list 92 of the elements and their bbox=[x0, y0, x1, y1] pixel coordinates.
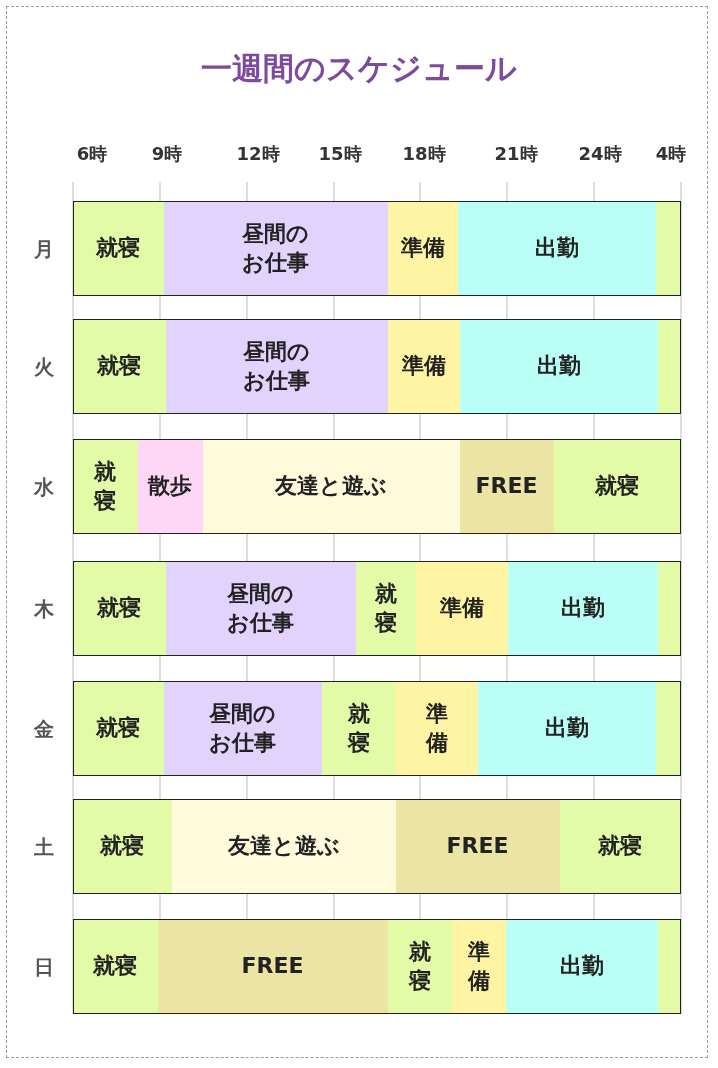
schedule-block bbox=[74, 440, 138, 533]
activity-label: 出勤 bbox=[560, 594, 605, 623]
activity-label: 昼間のお仕事 bbox=[226, 579, 295, 637]
empty-block bbox=[655, 202, 680, 295]
schedule-block bbox=[477, 682, 656, 775]
schedule-block bbox=[387, 320, 460, 413]
activity-label: 就寝 bbox=[93, 952, 137, 981]
schedule-block bbox=[559, 800, 680, 893]
activity-label: 散歩 bbox=[148, 472, 192, 501]
schedule-block bbox=[321, 682, 396, 775]
schedule-block bbox=[459, 440, 554, 533]
schedule-block bbox=[395, 800, 560, 893]
schedule-block bbox=[157, 920, 388, 1013]
activity-label: 就寝 bbox=[97, 352, 141, 381]
time-label: 21時 bbox=[494, 142, 538, 166]
schedule-bar bbox=[73, 681, 681, 776]
activity-label: 準備 bbox=[466, 937, 491, 995]
schedule-block bbox=[202, 440, 460, 533]
activity-label: FREE bbox=[241, 952, 304, 981]
chart-title: 一週間のスケジュール bbox=[200, 49, 518, 88]
schedule-bar bbox=[73, 319, 681, 414]
activity-label: 出勤 bbox=[536, 352, 581, 381]
schedule-block bbox=[387, 202, 458, 295]
activity-label: 就寝 bbox=[96, 234, 140, 263]
activity-label: 就寝 bbox=[598, 832, 642, 861]
schedule-block bbox=[165, 562, 356, 655]
schedule-block bbox=[507, 562, 658, 655]
schedule-block bbox=[505, 920, 658, 1013]
schedule-block bbox=[171, 800, 396, 893]
schedule-bar bbox=[73, 919, 681, 1014]
day-label: 木 bbox=[33, 596, 55, 623]
activity-label: FREE bbox=[446, 832, 509, 861]
schedule-block bbox=[387, 920, 452, 1013]
time-label: 12時 bbox=[236, 142, 280, 166]
activity-label: 友達と遊ぶ bbox=[227, 832, 340, 861]
activity-label: 就寝 bbox=[97, 594, 141, 623]
empty-block bbox=[657, 562, 680, 655]
schedule-block bbox=[395, 682, 478, 775]
schedule-block bbox=[355, 562, 416, 655]
activity-label: 準備 bbox=[439, 594, 484, 623]
schedule-block bbox=[74, 920, 158, 1013]
time-label: 6時 bbox=[76, 142, 108, 166]
schedule-block bbox=[74, 800, 172, 893]
empty-block bbox=[655, 682, 680, 775]
schedule-block bbox=[553, 440, 680, 533]
activity-label: 就寝 bbox=[595, 472, 639, 501]
day-label: 水 bbox=[32, 474, 55, 501]
schedule-block bbox=[415, 562, 508, 655]
activity-label: 就寝 bbox=[346, 699, 371, 757]
schedule-block bbox=[457, 202, 656, 295]
time-label: 4時 bbox=[655, 142, 687, 166]
activity-label: 昼間のお仕事 bbox=[242, 337, 311, 395]
activity-label: FREE bbox=[475, 472, 538, 501]
schedule-block bbox=[74, 202, 164, 295]
schedule-bar bbox=[73, 799, 681, 894]
activity-label: 出勤 bbox=[534, 234, 579, 263]
time-label: 24時 bbox=[578, 142, 622, 166]
schedule-block bbox=[163, 202, 388, 295]
time-label: 18時 bbox=[402, 142, 446, 166]
day-label: 月 bbox=[33, 236, 55, 263]
activity-label: 友達と遊ぶ bbox=[275, 472, 387, 501]
activity-label: 準備 bbox=[424, 699, 449, 757]
day-label: 火 bbox=[33, 354, 55, 381]
activity-label: 準備 bbox=[401, 352, 446, 381]
activity-label: 昼間のお仕事 bbox=[241, 219, 310, 277]
schedule-block bbox=[459, 320, 658, 413]
activity-label: 就寝 bbox=[407, 937, 432, 995]
activity-label: 出勤 bbox=[544, 714, 589, 743]
schedule-block bbox=[137, 440, 203, 533]
schedule-block bbox=[451, 920, 506, 1013]
day-label: 金 bbox=[33, 716, 55, 743]
activity-label: 就寝 bbox=[373, 579, 398, 637]
schedule-bar bbox=[73, 201, 681, 296]
time-label: 9時 bbox=[151, 142, 183, 166]
activity-label: 就寝 bbox=[96, 714, 140, 743]
activity-label: 準備 bbox=[400, 234, 445, 263]
activity-label: 昼間のお仕事 bbox=[208, 699, 277, 757]
schedule-block bbox=[74, 682, 164, 775]
empty-block bbox=[657, 320, 680, 413]
schedule-bar bbox=[73, 439, 681, 534]
schedule-block bbox=[163, 682, 322, 775]
empty-block bbox=[657, 920, 680, 1013]
schedule-block bbox=[74, 320, 166, 413]
schedule-bar bbox=[73, 561, 681, 656]
activity-label: 就寝 bbox=[100, 832, 144, 861]
schedule-block bbox=[165, 320, 388, 413]
day-label: 土 bbox=[33, 834, 55, 861]
activity-label: 就寝 bbox=[92, 457, 117, 515]
schedule-block bbox=[74, 562, 166, 655]
day-label: 日 bbox=[33, 954, 55, 981]
time-label: 15時 bbox=[318, 142, 362, 166]
activity-label: 出勤 bbox=[559, 952, 604, 981]
